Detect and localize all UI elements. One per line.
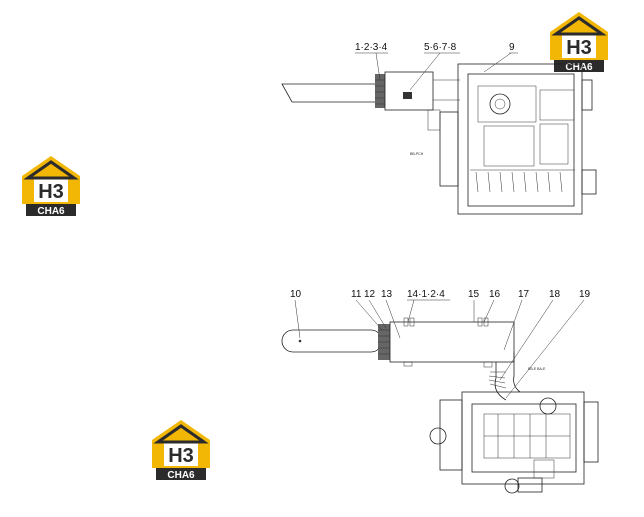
logo-mark: H3 xyxy=(168,445,194,467)
logo-bottom: H3 CHA6 xyxy=(152,420,210,480)
callout-10: 10 xyxy=(290,289,302,300)
logo-text: CHA6 xyxy=(37,206,65,216)
bottom-view: BB-E BA-E 10 11 12 13 14·1·2·4 15 16 17 … xyxy=(281,289,599,494)
callout-13: 13 xyxy=(381,289,393,300)
callout-14-1-2-4: 14·1·2·4 xyxy=(407,289,445,300)
callout-12: 12 xyxy=(364,289,376,300)
logo-text: CHA6 xyxy=(167,470,195,480)
logo-mark: H3 xyxy=(566,37,592,59)
mark-bb-pch: BB-PCH xyxy=(410,152,424,156)
callout-11: 11 xyxy=(351,289,362,300)
logo-left: H3 CHA6 xyxy=(22,156,80,216)
mark-bb-e-ba-e: BB-E BA-E xyxy=(528,367,546,371)
callout-19: 19 xyxy=(579,289,591,300)
logo-top-right: H3 CHA6 xyxy=(550,12,608,72)
callout-18: 18 xyxy=(549,289,561,300)
callout-5-6-7-8: 5·6·7·8 xyxy=(424,42,457,53)
logo-text: CHA6 xyxy=(565,62,593,72)
callout-17: 17 xyxy=(518,289,530,300)
callout-15: 15 xyxy=(468,289,480,300)
logo-mark: H3 xyxy=(38,181,64,203)
callout-9: 9 xyxy=(509,42,515,53)
top-view: BB-PCH 1·2·3·4 5·6·7·8 9 xyxy=(281,42,597,215)
callout-1-2-3-4: 1·2·3·4 xyxy=(355,42,388,53)
callout-16: 16 xyxy=(489,289,501,300)
